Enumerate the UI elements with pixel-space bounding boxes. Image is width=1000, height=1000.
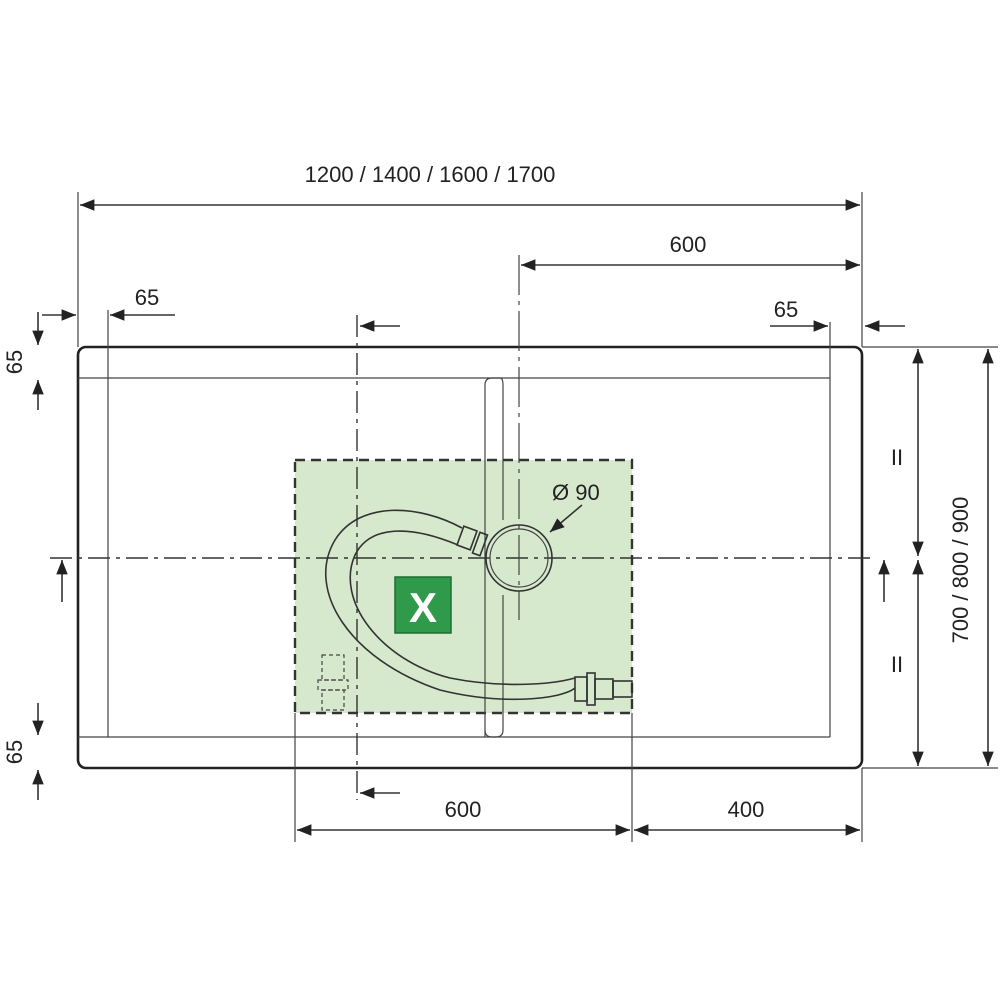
service-area-marker: X (394, 576, 452, 634)
rim-right-label: 65 (774, 297, 798, 322)
service-area-offset-label: 400 (728, 797, 765, 822)
rim-bottom-label: 65 (2, 740, 27, 764)
service-area-border (293, 458, 634, 715)
drain-diameter-label: Ø 90 (552, 480, 600, 505)
drain-offset-label: 600 (670, 232, 707, 257)
drain-hose (317, 509, 633, 711)
tray-inner-lines (78, 310, 831, 738)
overall-depth-label: 700 / 800 / 900 (948, 497, 973, 644)
equal-half-lower-label: II (891, 652, 903, 677)
drain-outlet (485, 524, 553, 592)
marker-x-letter: X (409, 584, 437, 631)
overall-width-label: 1200 / 1400 / 1600 / 1700 (305, 162, 556, 187)
rim-left-label: 65 (135, 285, 159, 310)
service-area-width-label: 600 (445, 797, 482, 822)
equal-half-upper-label: II (891, 445, 903, 470)
rim-top-label: 65 (2, 350, 27, 374)
